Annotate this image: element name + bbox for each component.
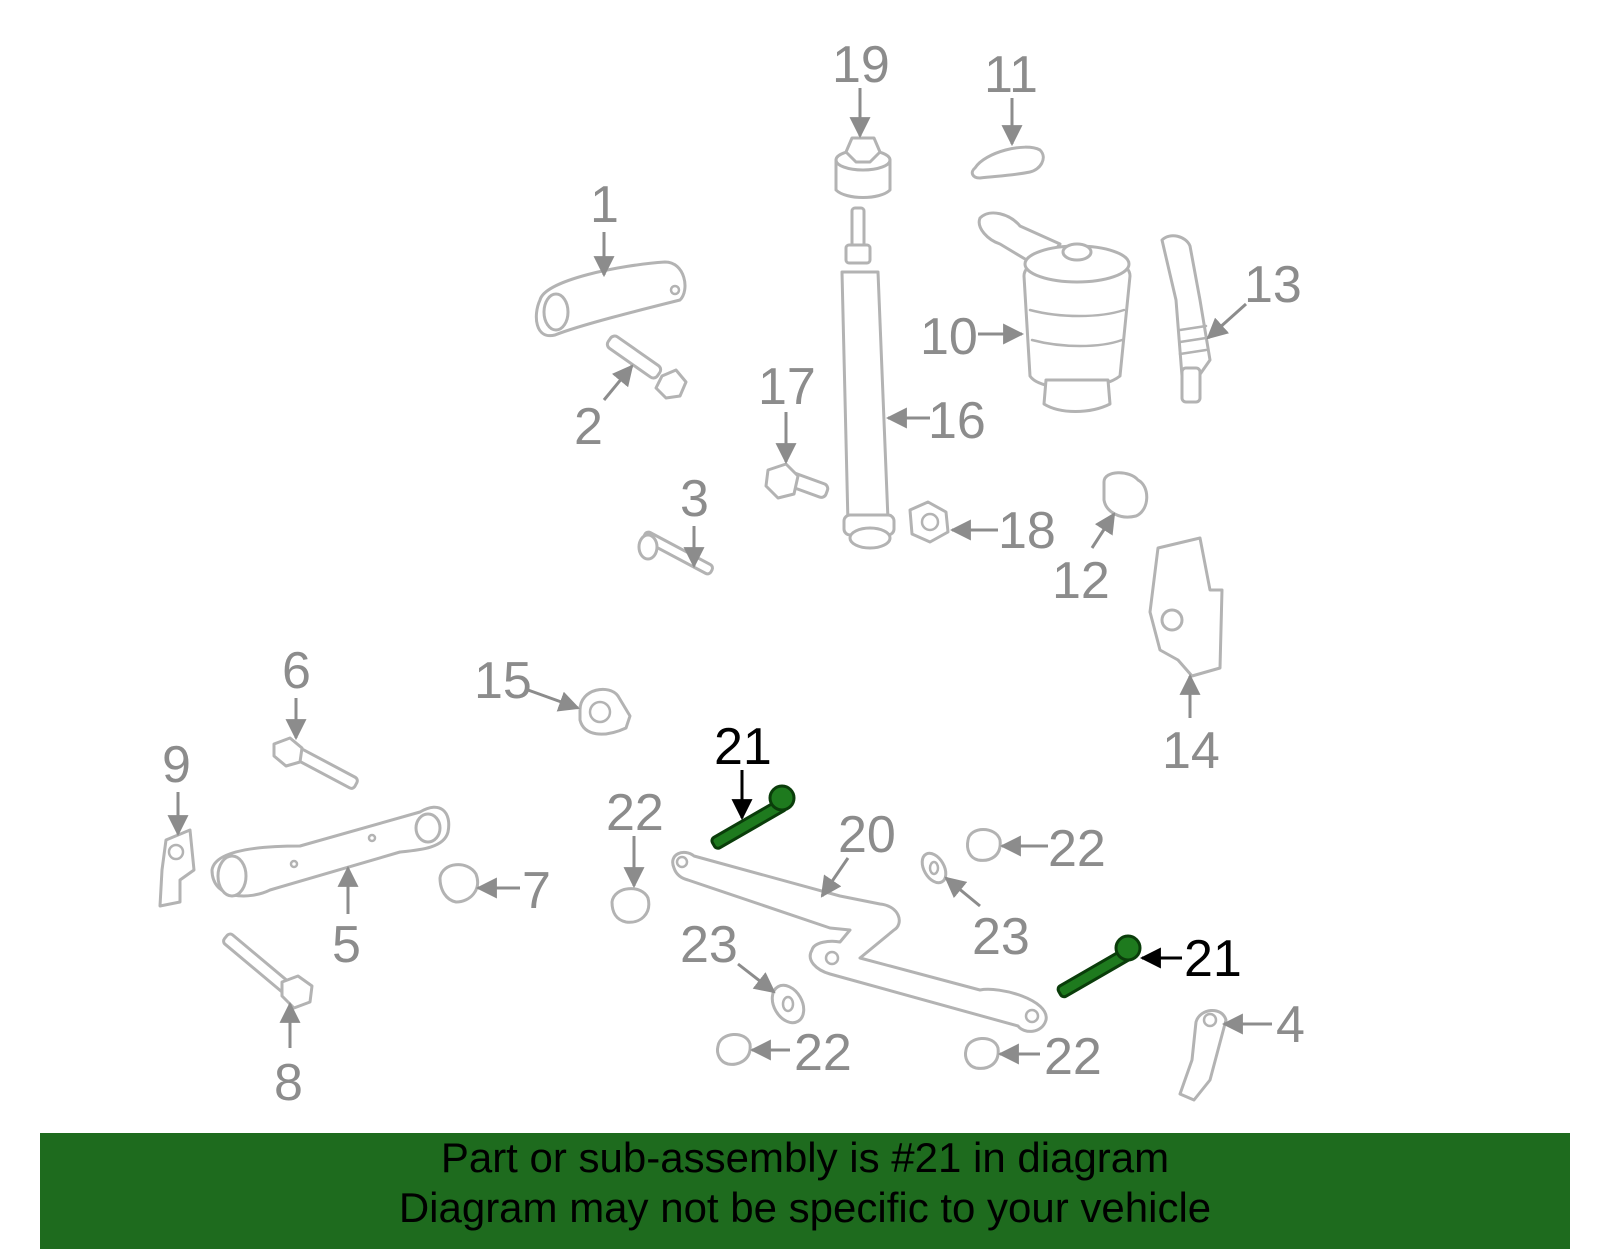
label-7: 7	[522, 862, 551, 920]
part-8-bolt[interactable]	[222, 932, 314, 1010]
part-17-bolt[interactable]	[764, 462, 830, 500]
label-6: 6	[282, 642, 311, 700]
part-21-bolt-upper[interactable]	[710, 784, 796, 850]
label-8: 8	[274, 1054, 303, 1112]
part-22-nut-b[interactable]	[966, 828, 1002, 862]
exploded-parts-diagram: 1 2 3 4 5 6 7 8 9 10 11 12 13 14 15 16 1…	[158, 36, 1305, 1112]
label-1: 1	[590, 176, 619, 234]
part-4-link[interactable]	[1178, 1009, 1228, 1102]
part-23-washer-a[interactable]	[917, 849, 950, 887]
part-19-mount[interactable]	[834, 136, 892, 199]
label-16: 16	[928, 392, 986, 450]
part-23-washer-b[interactable]	[766, 980, 810, 1029]
label-15: 15	[474, 652, 532, 710]
label-13: 13	[1244, 256, 1302, 314]
part-15-bushing[interactable]	[578, 687, 632, 736]
label-11: 11	[984, 46, 1038, 104]
label-9: 9	[162, 736, 191, 794]
label-22-b: 22	[1048, 820, 1106, 878]
label-20: 20	[838, 806, 896, 864]
part-3-bolt[interactable]	[637, 530, 714, 576]
banner-line-1: Part or sub-assembly is #21 in diagram	[440, 1134, 1170, 1181]
label-4: 4	[1276, 996, 1305, 1054]
part-9-bracket[interactable]	[158, 828, 196, 908]
label-12: 12	[1052, 552, 1110, 610]
label-3: 3	[680, 470, 709, 528]
part-10-air-spring[interactable]	[977, 211, 1132, 413]
info-banner: Part or sub-assembly is #21 in diagram D…	[40, 1133, 1570, 1249]
label-22-c: 22	[794, 1024, 852, 1082]
part-12-bushing[interactable]	[1102, 471, 1149, 519]
part-2-bolt[interactable]	[605, 334, 688, 400]
part-16-shock-absorber[interactable]	[840, 206, 896, 550]
label-17: 17	[758, 358, 816, 416]
leader-lines	[167, 88, 1272, 1065]
part-1-upper-arm[interactable]	[534, 260, 687, 338]
part-6-bolt[interactable]	[272, 736, 359, 790]
label-10: 10	[920, 308, 978, 366]
label-21-upper: 21	[714, 718, 772, 776]
label-21-lower: 21	[1184, 930, 1242, 988]
label-23-b: 23	[680, 916, 738, 974]
label-5: 5	[332, 916, 361, 974]
label-18: 18	[998, 502, 1056, 560]
banner-line-2: Diagram may not be specific to your vehi…	[398, 1184, 1212, 1231]
label-19: 19	[832, 36, 890, 94]
part-21-bolt-lower[interactable]	[1056, 934, 1142, 999]
part-22-nut-a[interactable]	[610, 887, 651, 924]
part-14-bracket[interactable]	[1148, 536, 1224, 678]
label-22-d: 22	[1044, 1028, 1102, 1086]
part-18-nut[interactable]	[908, 500, 950, 544]
label-14: 14	[1162, 722, 1220, 780]
part-7-nut[interactable]	[438, 863, 479, 904]
part-5-lower-arm[interactable]	[210, 805, 451, 898]
label-23-a: 23	[972, 908, 1030, 966]
part-20-control-arm[interactable]	[671, 851, 1048, 1033]
label-22-a: 22	[606, 784, 664, 842]
label-2: 2	[574, 398, 603, 456]
part-11-bracket[interactable]	[970, 145, 1045, 180]
part-13-link[interactable]	[1160, 234, 1212, 404]
callout-labels: 1 2 3 4 5 6 7 8 9 10 11 12 13 14 15 16 1…	[162, 36, 1305, 1112]
part-22-nut-c[interactable]	[716, 1033, 752, 1066]
part-22-nut-d[interactable]	[964, 1037, 1000, 1070]
